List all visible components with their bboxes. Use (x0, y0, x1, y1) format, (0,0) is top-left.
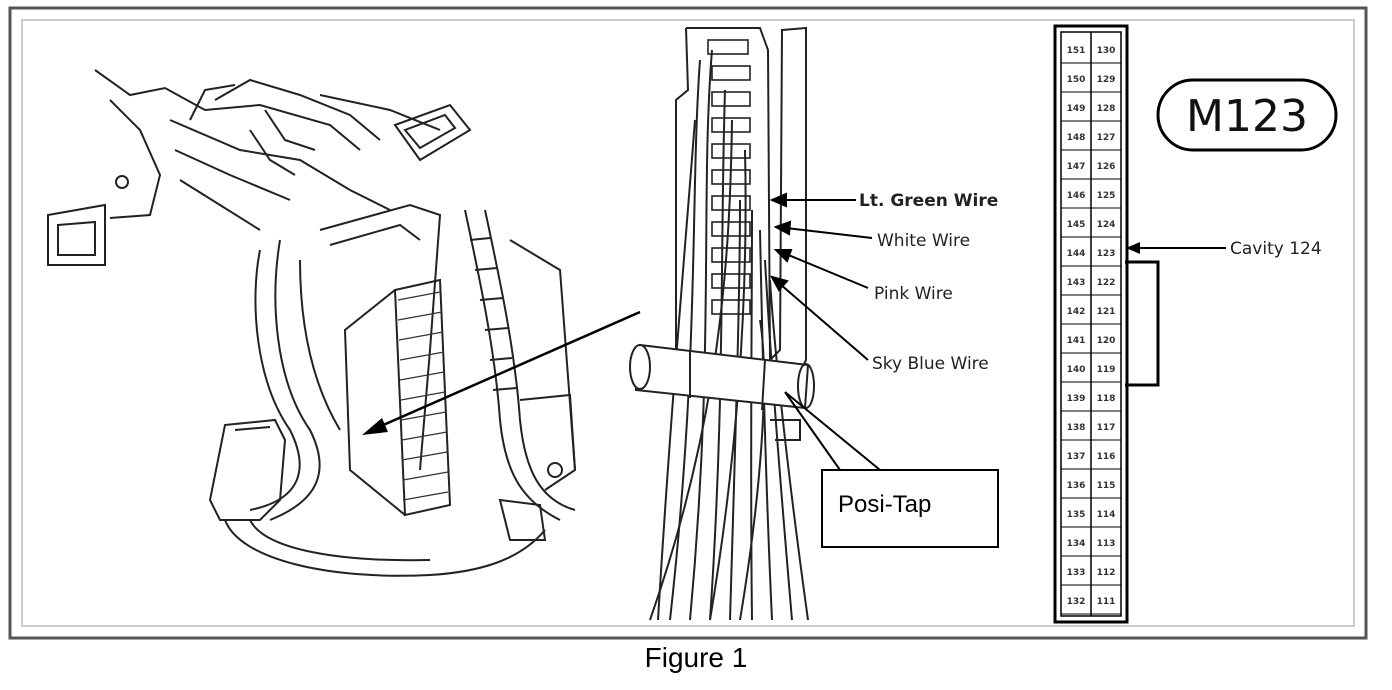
pin-number-right: 115 (1097, 481, 1116, 491)
pin-number-right: 128 (1097, 104, 1116, 114)
pin-number-right: 130 (1097, 46, 1116, 56)
locator-arrowhead (362, 418, 388, 435)
pin-number-right: 116 (1097, 452, 1116, 462)
pin-number-left: 141 (1067, 336, 1086, 346)
pin-number-left: 136 (1067, 481, 1086, 491)
posi-tap-label: Posi-Tap (838, 491, 931, 518)
pin-number-right: 113 (1097, 539, 1116, 549)
pin-number-left: 144 (1067, 249, 1086, 259)
figure-frame (8, 6, 1368, 640)
pin-number-left: 145 (1067, 220, 1086, 230)
pin-number-left: 151 (1067, 46, 1086, 56)
connector-id-badge (1156, 78, 1338, 152)
pin-number-left: 140 (1067, 365, 1086, 375)
pin-number-left: 138 (1067, 423, 1086, 433)
pin-number-left: 148 (1067, 133, 1086, 143)
dash-illustration (47, 69, 577, 577)
sky-blue-wire-label: Sky Blue Wire (872, 354, 989, 374)
pin-number-right: 120 (1097, 336, 1116, 346)
posi-tap-box (821, 469, 999, 548)
pin-number-left: 139 (1067, 394, 1086, 404)
pin-number-right: 125 (1097, 191, 1116, 201)
pin-number-left: 132 (1067, 597, 1086, 607)
pin-number-right: 124 (1097, 220, 1116, 230)
locator-arrow-line (371, 310, 641, 432)
lt-green-wire-label: Lt. Green Wire (859, 191, 998, 211)
pin-number-right: 112 (1097, 568, 1116, 578)
pin-number-left: 134 (1067, 539, 1086, 549)
pin-number-left: 137 (1067, 452, 1086, 462)
cavity-124-label: Cavity 124 (1230, 239, 1322, 259)
pin-number-right: 129 (1097, 75, 1116, 85)
pin-number-right: 121 (1097, 307, 1116, 317)
pin-number-right: 122 (1097, 278, 1116, 288)
figure-caption: Figure 1 (644, 642, 748, 673)
wire-callout-arrows (769, 192, 873, 361)
white-wire-label: White Wire (877, 231, 970, 251)
pin-number-left: 133 (1067, 568, 1086, 578)
figure-frame-inner (21, 19, 1355, 627)
pinout-strip: 151 130 150 129 149 128 148 127 147 126 146 125 145 1… (1053, 24, 1129, 624)
pink-wire-label: Pink Wire (874, 284, 953, 304)
connector-id-label: M123 (1186, 91, 1308, 142)
cavity-leader-head (1126, 242, 1140, 254)
pin-number-right: 114 (1097, 510, 1116, 520)
pin-number-left: 135 (1067, 510, 1086, 520)
pin-number-right: 126 (1097, 162, 1116, 172)
pin-number-right: 123 (1097, 249, 1116, 259)
pin-number-right: 117 (1097, 423, 1116, 433)
pin-number-left: 146 (1067, 191, 1086, 201)
cavity-bracket (1125, 260, 1160, 387)
pin-number-right: 118 (1097, 394, 1116, 404)
connector-illustration (629, 26, 815, 621)
pin-number-left: 142 (1067, 307, 1086, 317)
pin-number-left: 143 (1067, 278, 1086, 288)
pin-number-left: 147 (1067, 162, 1086, 172)
pin-number-right: 119 (1097, 365, 1116, 375)
pin-number-right: 127 (1097, 133, 1116, 143)
pin-number-right: 111 (1097, 597, 1116, 607)
pin-number-left: 150 (1067, 75, 1086, 85)
pin-number-left: 149 (1067, 104, 1086, 114)
